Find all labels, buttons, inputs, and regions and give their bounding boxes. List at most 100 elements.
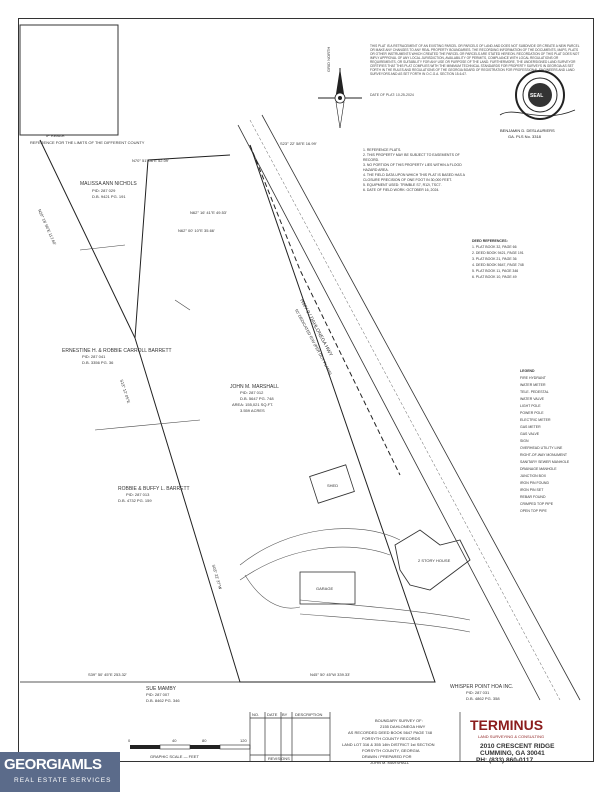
legend-item: WATER VALVE [520,397,544,401]
rev-date-header: DATE [267,712,278,717]
owner-west2: ROBBIE & BUFFY L. BARRETT PID: 287 013 D… [118,486,190,503]
surveyor-reg: GA. PLS No. 3318 [508,134,541,139]
legend-item: OVERHEAD UTILITY LINE [520,446,563,450]
road-lines [237,114,581,701]
plat-date: DATE OF PLAT: 10-25-2024 [370,93,414,97]
svg-text:80: 80 [202,738,207,743]
house-label: 2 STORY HOUSE [418,558,451,563]
legend-item: LIGHT POLE [520,404,541,408]
svg-text:SEAL: SEAL [530,93,543,99]
svg-text:MALISSA ANN NICHOLS: MALISSA ANN NICHOLS [80,181,137,187]
svg-text:D.B. 5647 PG. 748: D.B. 5647 PG. 748 [240,396,274,401]
georgiamls-watermark: GEORGIAMLS REAL ESTATE SERVICES [0,752,120,792]
svg-text:PH: (833) 860-0117: PH: (833) 860-0117 [476,757,533,764]
svg-text:3.559 ACRES: 3.559 ACRES [240,408,265,413]
survey-notes: THIS PLAT IS A RETRACEMENT OF AN EXISTIN… [370,44,580,76]
deed-references: DEED REFERENCES: 1. PLAT BOOK 32, PAGE 6… [472,239,524,279]
legend-item: IRON PIN SET [520,488,544,492]
bearing-1: N70° 51' 08"E 52.09' [132,158,169,163]
svg-text:PID: 287 012: PID: 287 012 [240,390,264,395]
svg-text:FORSYTH COUNTY RECORDS: FORSYTH COUNTY RECORDS [362,736,420,741]
shed-outline [309,464,355,504]
reference-note: REFERENCE FOR THE LIMITS OF THE DIFFEREN… [30,140,145,145]
legend-item: TELE. PEDESTAL [520,390,549,394]
svg-text:PID: 287 029: PID: 287 029 [92,188,116,193]
rev-by-header: BY [282,712,288,717]
svg-text:CUMMING, GA 30041: CUMMING, GA 30041 [480,750,545,757]
svg-text:ERNESTINE H. & ROBBIE CARROLL: ERNESTINE H. & ROBBIE CARROLL BARRETT [62,348,172,354]
owner-southeast: WHISPER POINT HOA INC. PID: 287 031 D.B.… [450,684,513,701]
legend-item: JUNCTION BOX [520,474,547,478]
graphic-scale: 0 40 80 120 GRAPHIC SCALE — FEET [128,738,251,759]
legend-item: FIRE HYDRANT [520,376,546,380]
plat-frame [18,18,594,762]
svg-text:FORSYTH COUNTY, GEORGIA: FORSYTH COUNTY, GEORGIA [362,748,420,753]
surveyor-seal-icon: SEAL [515,70,565,120]
svg-text:GRAPHIC SCALE — FEET: GRAPHIC SCALE — FEET [150,754,199,759]
bearing-8: S13° 12' 05"E [119,379,131,404]
north-arrow-icon [318,68,362,129]
boundary-lines [20,139,436,683]
bearing-5: N20° 18' 56"E 117.60' [37,208,57,246]
bearing-6: S39° 50' 45"E 253.32' [88,672,127,677]
bearing-7: N45° 50' 45"W 339.33' [310,672,350,677]
title-block [249,712,461,762]
rev-label: REVISIONS [268,756,290,761]
legend-item: OPEN TOP PIPE [520,509,547,513]
svg-text:WHISPER POINT HOA INC.: WHISPER POINT HOA INC. [450,684,513,690]
svg-text:2155 DAHLONEGA HWY: 2155 DAHLONEGA HWY [380,724,426,729]
svg-text:PID: 287 007: PID: 287 007 [146,692,170,697]
house-outline [394,529,471,591]
ref-label: IP REBAR [46,133,65,138]
bearing-9: S03° 22' 37"W [211,564,223,590]
svg-text:D.B. 4862 PG. 358: D.B. 4862 PG. 358 [466,696,500,701]
shed-label: SHED [327,483,338,488]
rev-no-header: NO. [252,712,259,717]
north-arrow-label: GRID NORTH [326,47,331,72]
svg-text:LAND SURVEYING & CONSULTING: LAND SURVEYING & CONSULTING [478,734,544,739]
svg-text:D.B. 4732 PG. 159: D.B. 4732 PG. 159 [118,498,152,503]
svg-text:D.B. 3356 PG. 36: D.B. 3356 PG. 36 [82,360,114,365]
owner-subject: JOHN M. MARSHALL PID: 287 012 D.B. 5647 … [230,384,279,413]
inset-box [19,24,119,136]
legend-item: DRAINAGE MANHOLE [520,467,557,471]
legend-item: GAS METER [520,425,541,429]
legend-item: SANITARY SEWER MANHOLE [520,460,570,464]
svg-text:TERMINUS: TERMINUS [470,717,543,733]
garage-label: GARAGE [316,586,333,591]
legend: LEGEND FIRE HYDRANT WATER METER TELE. PE… [520,368,590,515]
general-notes: 1. REFERENCE PLATS. 2. THIS PROPERTY MAY… [363,148,465,192]
svg-text:2010 CRESCENT RIDGE: 2010 CRESCENT RIDGE [480,743,555,750]
svg-text:JOHN M. MARSHALL: JOHN M. MARSHALL [370,760,410,765]
company-block: TERMINUS LAND SURVEYING & CONSULTING 201… [470,717,555,764]
legend-item: GAS VALVE [520,432,540,436]
legend-item: IRON PIN FOUND [520,481,549,485]
surveyor-signature [499,109,576,117]
legend-item: REBAR FOUND [520,495,546,499]
bearing-3: N62° 16' 41"E 49.53' [190,210,227,215]
svg-text:DRAWN / PREPARED FOR: DRAWN / PREPARED FOR [362,754,412,759]
owner-west1: ERNESTINE H. & ROBBIE CARROLL BARRETT PI… [62,348,172,365]
garage-outline [299,571,356,605]
legend-item: RIGHT-OF-WAY MONUMENT [520,453,567,457]
svg-text:ROBBIE & BUFFY L. BARRETT: ROBBIE & BUFFY L. BARRETT [118,486,190,492]
legend-item: SIGN [520,439,529,443]
legend-item: ELECTRIC METER [520,418,551,422]
svg-text:BOUNDARY SURVEY OF:: BOUNDARY SURVEY OF: [375,718,423,723]
svg-text:AS RECORDED DEED BOOK 5647 PAG: AS RECORDED DEED BOOK 5647 PAGE 748 [348,730,433,735]
svg-text:40: 40 [172,738,177,743]
svg-text:120: 120 [240,738,247,743]
survey-title: BOUNDARY SURVEY OF: 2155 DAHLONEGA HWY A… [342,718,435,765]
svg-text:AREA: 155,021 SQ.FT.: AREA: 155,021 SQ.FT. [232,402,273,407]
svg-text:JOHN M. MARSHALL: JOHN M. MARSHALL [230,384,279,390]
owner-south: SUE MAMBY PID: 287 007 D.B. 8462 PG. 346 [146,686,180,703]
legend-item: POWER POLE [520,411,544,415]
svg-text:LAND LOT 316 & 355 14th DISTRI: LAND LOT 316 & 355 14th DISTRICT 1st SEC… [342,742,435,747]
svg-text:0: 0 [128,738,131,743]
bearing-2: S23° 22' 58"E 16.99' [280,141,317,146]
driveway [239,528,471,633]
owner-north: MALISSA ANN NICHOLS PID: 287 029 D.B. 94… [80,181,137,199]
svg-text:D.B. 9421 PG. 191: D.B. 9421 PG. 191 [92,194,126,199]
legend-item: WATER METER [520,383,546,387]
